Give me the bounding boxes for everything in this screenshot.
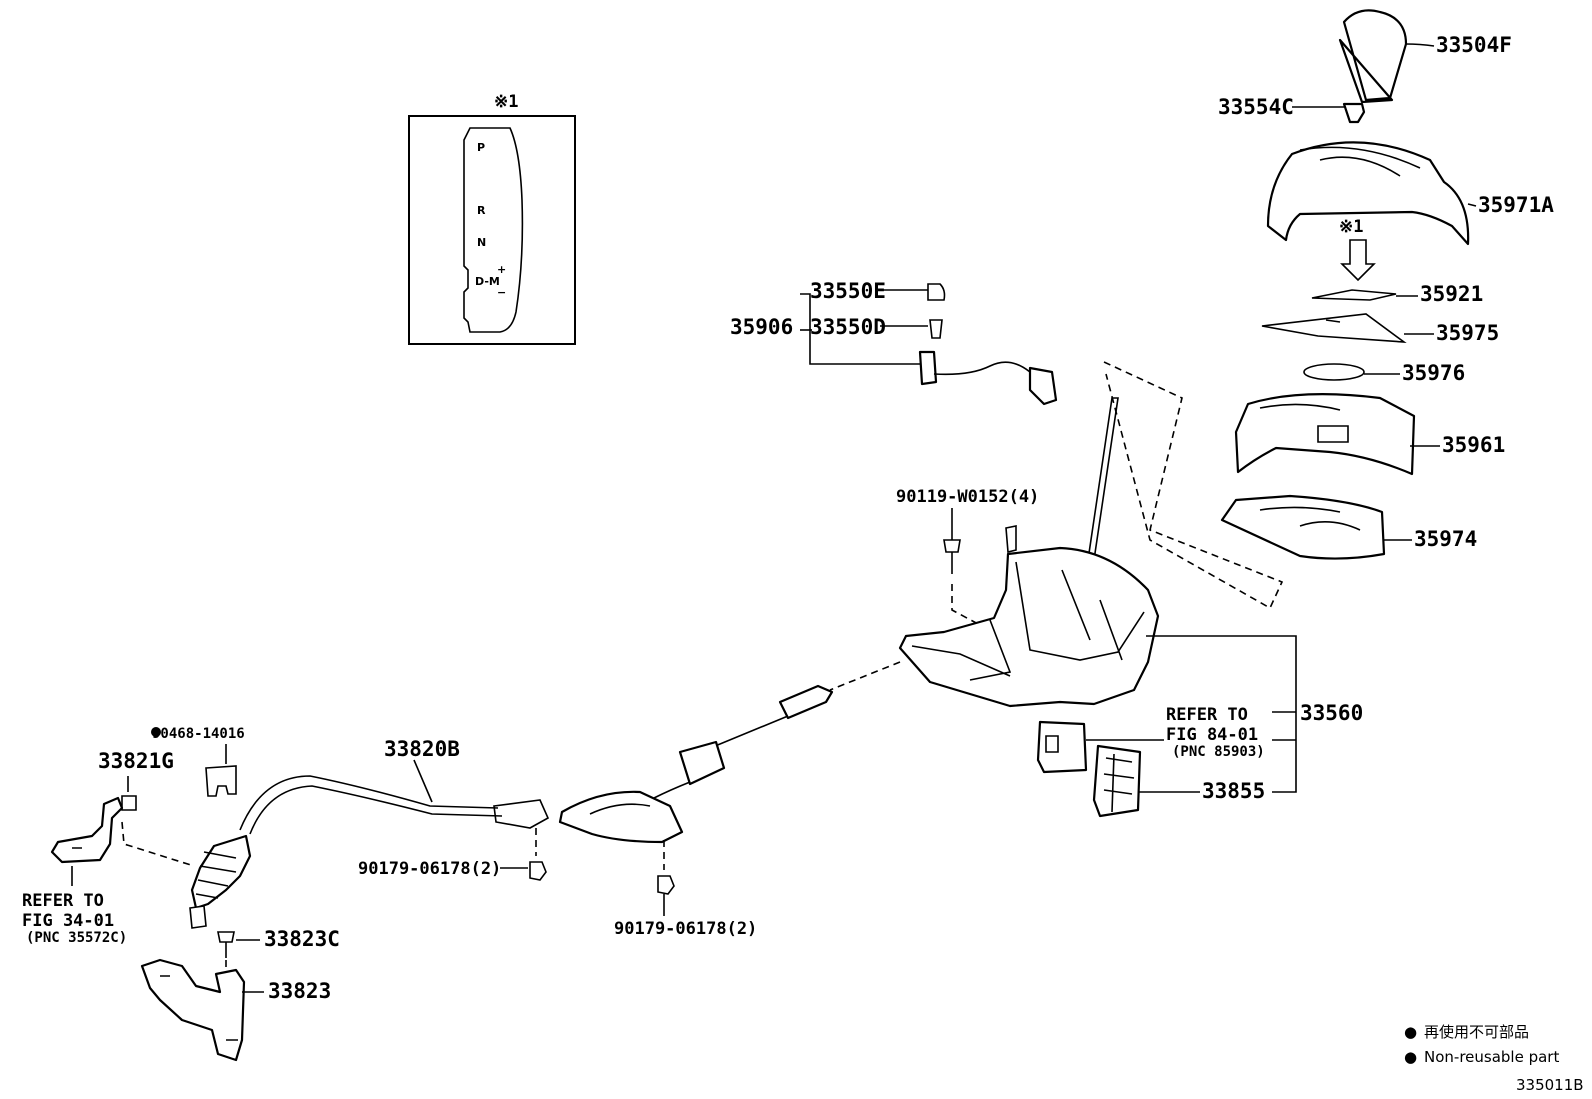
install-arrow: ※1 (1339, 217, 1376, 282)
legend: ● 再使用不可部品 ● Non-reusable part (1404, 1023, 1559, 1066)
label-90468-14016: 90468-14016 (152, 726, 245, 742)
shift-knob (1338, 9, 1435, 104)
gate-plate (463, 127, 524, 333)
ref-fig-84: REFER TO FIG 84-01 (PNC 85903) (1166, 705, 1265, 760)
inset-title: ※1 (494, 92, 518, 112)
label-33823C: 33823C (264, 927, 340, 951)
legend-bullet-2: ● (1404, 1048, 1417, 1066)
ref84-line3: (PNC 85903) (1172, 744, 1265, 760)
label-35975: 35975 (1436, 321, 1499, 345)
non-reusable-marker (151, 727, 161, 737)
ref34-line2: FIG 34-01 (22, 911, 114, 931)
ref34-line1: REFER TO (22, 891, 104, 911)
bolt-90119 (943, 508, 1009, 641)
bracket-33821G (50, 776, 195, 886)
label-90179-a: 90179-06178(2) (358, 859, 501, 879)
gate-p: P (477, 141, 485, 154)
indicator-35976 (1303, 363, 1400, 381)
bracket-33560 (1146, 635, 1297, 793)
legend-bullet-1: ● (1404, 1023, 1417, 1041)
label-90119-W0152: 90119-W0152(4) (896, 487, 1039, 507)
shift-cable-33820B (189, 661, 901, 929)
label-33550D: 33550D (810, 315, 886, 339)
label-33550E: 33550E (810, 279, 886, 303)
housing-35961 (1234, 393, 1440, 476)
label-90179-b: 90179-06178(2) (614, 919, 757, 939)
nut-90179-b (657, 840, 675, 916)
legend-line-1: 再使用不可部品 (1424, 1023, 1529, 1041)
label-35906: 35906 (730, 315, 793, 339)
gate-minus: − (497, 286, 506, 299)
label-33823: 33823 (268, 979, 331, 1003)
ref34-line3: (PNC 35572C) (26, 930, 127, 946)
figure-id: 335011B (1516, 1076, 1584, 1094)
assembly-guide-dashed (1103, 361, 1284, 610)
slide-cover-35975 (1261, 313, 1434, 343)
label-35976: 35976 (1402, 361, 1465, 385)
shift-gate-inset: ※1 P R N D-M + − (408, 92, 576, 345)
label-33820B: 33820B (384, 737, 460, 761)
gate-r: R (477, 204, 486, 217)
label-33554C: 33554C (1218, 95, 1294, 119)
gate-dm: D-M (475, 275, 500, 288)
legend-line-2: Non-reusable part (1424, 1048, 1559, 1066)
ref84-line1: REFER TO (1166, 705, 1248, 725)
ref84-line2: FIG 84-01 (1166, 725, 1258, 745)
label-35971A: 35971A (1478, 193, 1554, 217)
gate-n: N (477, 236, 486, 249)
label-35921: 35921 (1420, 282, 1483, 306)
bracket-33823 (140, 958, 264, 1062)
gate-plus: + (497, 263, 506, 276)
label-33560: 33560 (1300, 701, 1363, 725)
ref-fig-34: REFER TO FIG 34-01 (PNC 35572C) (22, 891, 127, 946)
arrow-mark: ※1 (1339, 217, 1363, 237)
connector-33855 (1092, 744, 1200, 818)
base-35974 (1220, 494, 1412, 560)
upper-console-panel (1266, 141, 1477, 246)
clip-33554C (1292, 102, 1366, 124)
label-35974: 35974 (1414, 527, 1477, 551)
module-85903 (1036, 720, 1164, 774)
wire-assembly-35906 (800, 283, 1058, 406)
label-33855: 33855 (1202, 779, 1265, 803)
label-35961: 35961 (1442, 433, 1505, 457)
nut-90179-a (500, 828, 547, 881)
label-33821G: 33821G (98, 749, 174, 773)
cable-label-line (413, 759, 433, 803)
clip-90468 (205, 744, 237, 797)
shift-lever-assembly (898, 397, 1160, 708)
label-33504F: 33504F (1436, 33, 1512, 57)
indicator-plate-35921 (1311, 289, 1418, 301)
